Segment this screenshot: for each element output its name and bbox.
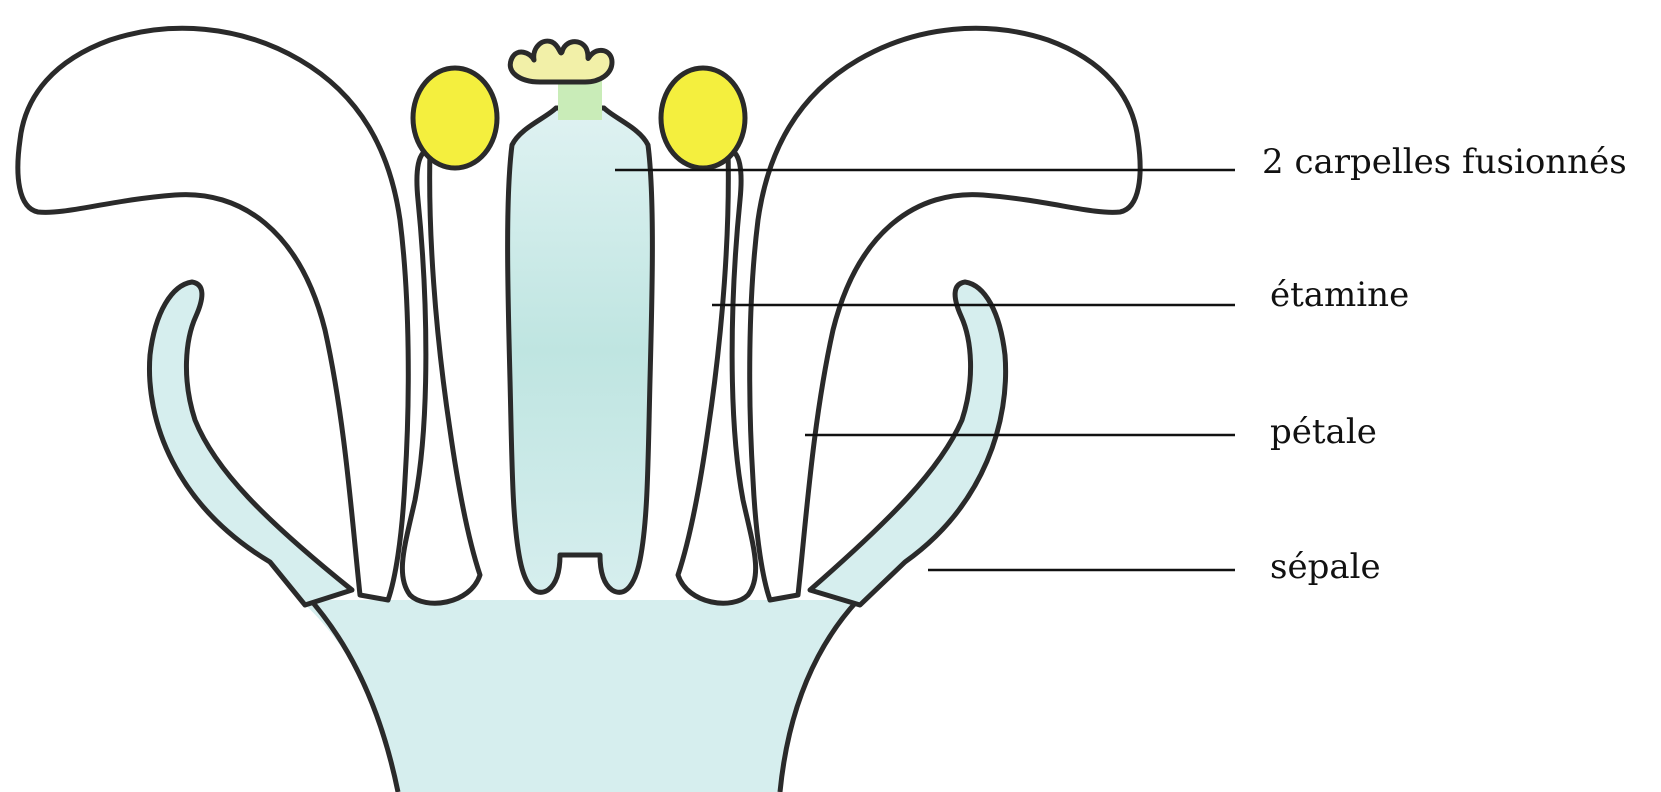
receptacle: [300, 600, 860, 792]
sepal-right: [810, 282, 1006, 605]
style: [558, 80, 602, 120]
sepal-left: [149, 282, 352, 605]
anther-right: [661, 68, 745, 168]
label-carpels: 2 carpelles fusionnés: [1262, 145, 1627, 179]
stamen-left: [402, 150, 480, 603]
stamen-right: [678, 150, 756, 603]
stigma: [510, 41, 612, 82]
label-sepal: sépale: [1270, 550, 1381, 584]
pistil: [508, 108, 653, 592]
anther-left: [413, 68, 497, 168]
label-stamen: étamine: [1270, 278, 1409, 312]
label-petal: pétale: [1270, 415, 1377, 449]
